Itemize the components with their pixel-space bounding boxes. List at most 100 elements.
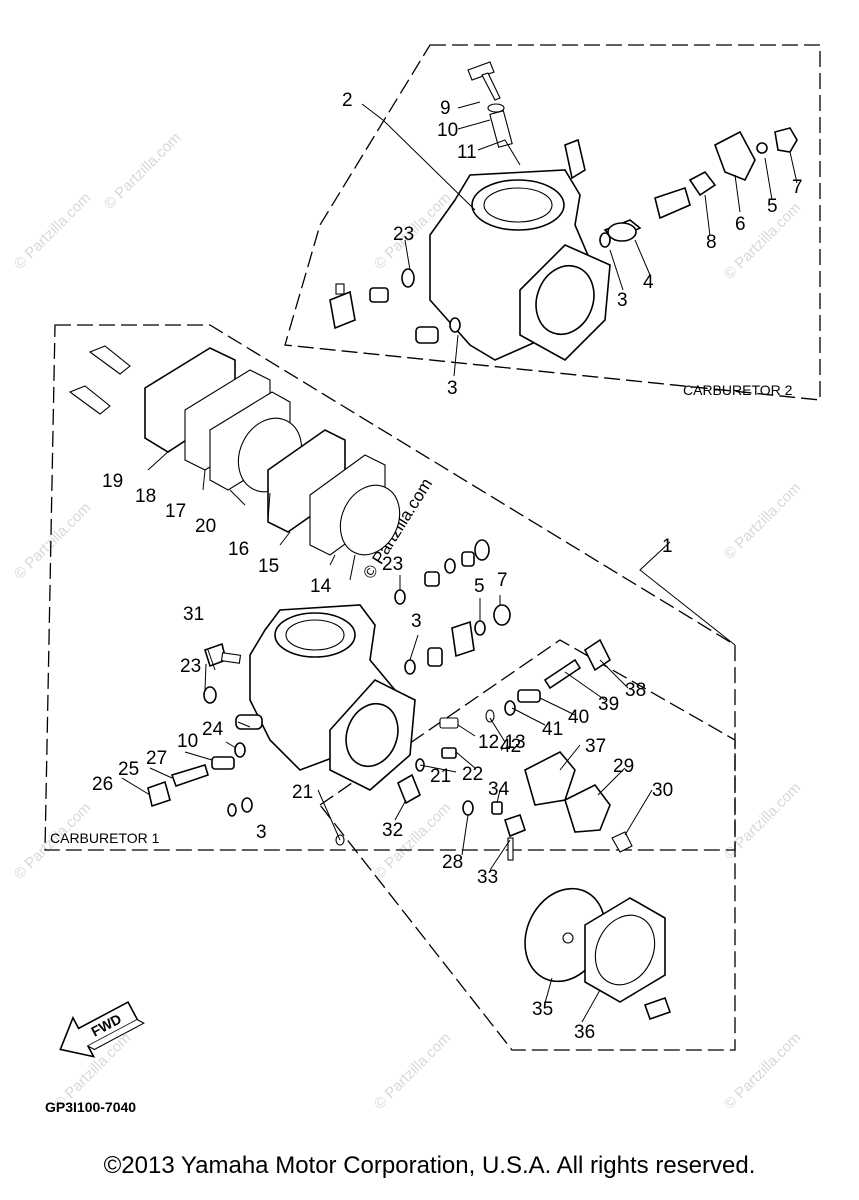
plate-37: [524, 750, 576, 806]
nut-7: [774, 127, 798, 153]
nut-7-c1: [493, 604, 511, 626]
carburetor-2-flange-bore: [535, 264, 595, 336]
part-12-13: [439, 717, 459, 729]
cover-36-recess: [594, 914, 656, 986]
screw-25: [170, 764, 209, 788]
lever-6: [714, 130, 756, 182]
callout-number: 5: [767, 196, 778, 217]
callout-number: 10: [177, 731, 198, 752]
pin-33: [507, 837, 514, 861]
collar-4: [607, 222, 637, 242]
throttle-stop-c2: [564, 138, 586, 180]
spring-11: [489, 110, 513, 148]
spring-right-b: [461, 551, 475, 567]
fitting-33: [504, 813, 526, 838]
spring-27: [211, 756, 235, 770]
callout-number: 23: [382, 554, 403, 575]
watermark: © Partzilla.com: [11, 189, 94, 272]
callout-number: 27: [146, 748, 167, 769]
washer-23-left: [203, 686, 217, 704]
spring-22: [441, 747, 457, 759]
callout-number: 37: [585, 736, 606, 757]
callout-number: 35: [532, 999, 553, 1020]
callout-number: 12,13: [478, 732, 526, 753]
washer-3-a: [599, 232, 611, 248]
callout-number: 3: [411, 611, 422, 632]
diaphragm-subgroup-frame: [319, 639, 736, 1051]
carburetor-2-frame: [284, 44, 821, 401]
callout-number: 36: [574, 1022, 595, 1043]
screw-30: [611, 831, 633, 853]
bracket-c2-stud: [335, 283, 345, 295]
screw-31-shaft: [220, 652, 242, 664]
oring-42: [485, 709, 495, 723]
washer-3-lower-b: [241, 797, 253, 813]
bracket-c1: [451, 620, 475, 658]
callout-number: 21: [292, 782, 313, 803]
washer-right-a: [444, 558, 456, 574]
callout-number: 28: [442, 852, 463, 873]
callout-number: 5: [474, 576, 485, 597]
callout-number: 17: [165, 501, 186, 522]
callout-number: 23: [393, 224, 414, 245]
spring-8: [654, 186, 691, 220]
callout-number: 29: [613, 756, 634, 777]
callout-number: 20: [195, 516, 216, 537]
diaphragm-35-center: [562, 932, 574, 944]
callout-number: 19: [102, 471, 123, 492]
washer-23-c2: [401, 268, 415, 288]
watermark: © Partzilla.com: [11, 499, 94, 582]
callout-number: 3: [617, 290, 628, 311]
callout-number: 40: [568, 707, 589, 728]
washer-10-c1: [234, 742, 246, 758]
watermark: © Partzilla.com: [721, 199, 804, 282]
group-label-carburetor-1: CARBURETOR 1: [50, 830, 160, 846]
callout-number: 1: [662, 536, 673, 557]
figure-code: GP3I100-7040: [45, 1099, 136, 1115]
bracket-8: [688, 170, 717, 197]
callout-number: 39: [598, 694, 619, 715]
bolt-cover-b: [68, 385, 111, 415]
callout-numbers: 1 2 3 3 3 3 4 5 5 6 7 7 8 9 10 10 11 12,…: [92, 90, 803, 1043]
callout-number: 23: [180, 656, 201, 677]
washer-10: [487, 103, 505, 113]
group-frames: [44, 44, 821, 1051]
leader-lines: [121, 101, 798, 1023]
callout-number: 2: [342, 90, 353, 111]
callout-number: 15: [258, 556, 279, 577]
callout-number: 6: [735, 214, 746, 235]
spring-34: [491, 801, 503, 815]
bushing-c2-b: [415, 326, 439, 344]
jet-32: [396, 773, 422, 805]
watermark: © Partzilla.com: [721, 479, 804, 562]
callout-number: 24: [202, 719, 224, 740]
seal-14: [339, 484, 401, 556]
washer-3-lower-a: [227, 803, 237, 817]
carburetor-1-flange-bore: [345, 702, 399, 768]
callout-number: 18: [135, 486, 156, 507]
callout-number: 10: [437, 120, 458, 141]
spring-c1-mid: [427, 647, 443, 667]
washer-5: [756, 142, 768, 154]
callout-number: 34: [488, 779, 510, 800]
spring-40: [517, 689, 541, 703]
nut-right-a: [474, 539, 490, 561]
callout-number: 21: [430, 766, 451, 787]
washer-41: [504, 700, 516, 716]
carburetor-1-throat-inner: [285, 619, 345, 651]
washer-5-c1: [474, 620, 486, 636]
callout-number: 30: [652, 780, 673, 801]
washer-3-c1: [404, 659, 416, 675]
carburetor-1-parts: [68, 345, 633, 861]
bracket-c2: [329, 290, 356, 330]
screw-cover-36: [643, 996, 672, 1021]
group-label-carburetor-2: CARBURETOR 2: [683, 382, 793, 398]
spring-right-a: [424, 571, 440, 587]
needle-39: [543, 658, 582, 690]
callout-number: 3: [256, 822, 267, 843]
bushing-c2-a: [369, 287, 389, 303]
washer-3-b: [449, 317, 461, 333]
callout-number: 7: [497, 570, 508, 591]
callout-number: 7: [792, 177, 803, 198]
